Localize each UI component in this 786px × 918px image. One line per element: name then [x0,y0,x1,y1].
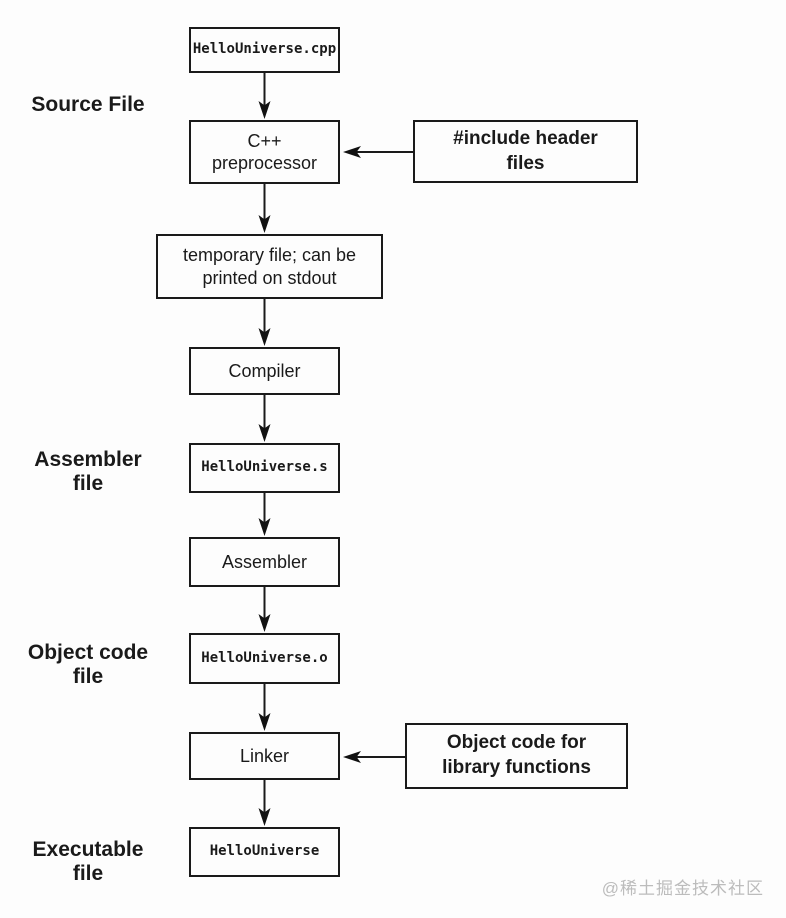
label-object-code-file: Object code file [27,641,149,688]
node-assembler: Assembler [189,537,340,587]
node-include-header-files: #include header files [413,120,638,183]
node-object-file: HelloUniverse.o [189,633,340,684]
node-temporary-file: temporary file; can be printed on stdout [156,234,383,299]
label-assembler-file: Assembler file [34,448,142,495]
node-compiler: Compiler [189,347,340,395]
node-cpp-preprocessor: C++ preprocessor [189,120,340,184]
label-source-file: Source File [31,93,145,116]
node-linker: Linker [189,732,340,780]
node-executable-file: HelloUniverse [189,827,340,877]
node-library-object-code: Object code for library functions [405,723,628,789]
watermark-text: @稀土掘金技术社区 [601,879,764,898]
node-assembler-file: HelloUniverse.s [189,443,340,493]
node-source-file: HelloUniverse.cpp [189,27,340,73]
label-executable-file: Executable file [32,838,144,885]
